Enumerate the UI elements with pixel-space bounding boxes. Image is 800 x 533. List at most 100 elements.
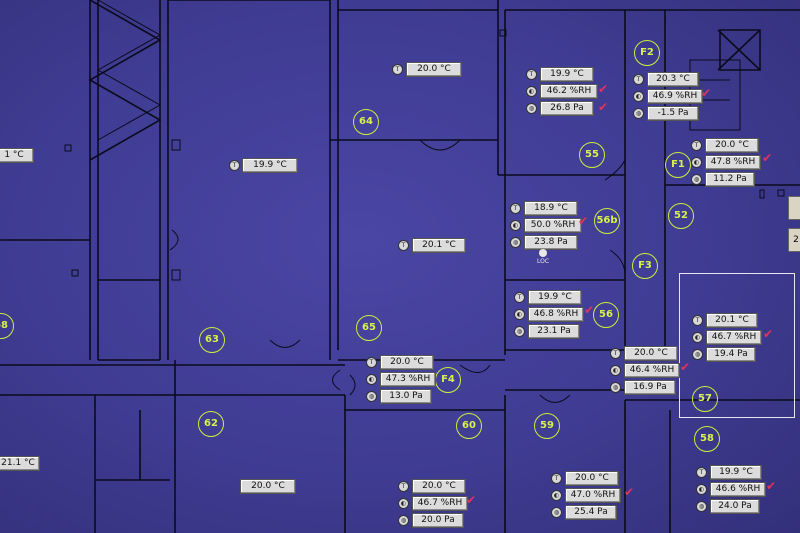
- temperature-sensor-icon: T: [696, 467, 707, 478]
- rh-reading-56b[interactable]: 50.0 %RH: [524, 218, 582, 233]
- zone-label-65[interactable]: 65: [356, 315, 382, 341]
- zone-label-64[interactable]: 64: [353, 109, 379, 135]
- zone-label-F3[interactable]: F3: [632, 253, 658, 279]
- rh-reading-60[interactable]: 46.7 %RH: [412, 496, 468, 511]
- zone-label-F1[interactable]: F1: [665, 152, 691, 178]
- temp-reading-62[interactable]: 20.0 °C: [240, 479, 296, 494]
- temperature-sensor-icon: T: [510, 203, 521, 214]
- side-button-1[interactable]: [788, 196, 800, 220]
- rh-reading-56[interactable]: 46.8 %RH: [528, 307, 584, 322]
- humidity-sensor-icon: ◐: [551, 490, 562, 501]
- zone-label-59[interactable]: 59: [534, 413, 560, 439]
- temperature-sensor-icon: T: [526, 69, 537, 80]
- rh-reading-55[interactable]: 46.2 %RH: [540, 84, 598, 99]
- pressure-sensor-icon: ◍: [692, 349, 703, 360]
- humidity-sensor-icon: ◐: [514, 309, 525, 320]
- zone-label-F4[interactable]: F4: [435, 367, 461, 393]
- side-button-2[interactable]: 2: [788, 228, 800, 252]
- temp-reading-56[interactable]: 19.9 °C: [528, 290, 582, 305]
- rh-reading-F4[interactable]: 47.3 %RH: [380, 372, 436, 387]
- zone-label-F2[interactable]: F2: [634, 40, 660, 66]
- humidity-sensor-icon: ◐: [691, 157, 702, 168]
- temperature-sensor-icon: T: [610, 348, 621, 359]
- rh-reading-57[interactable]: 46.7 %RH: [706, 330, 762, 345]
- pa-reading-55[interactable]: 26.8 Pa: [540, 101, 594, 116]
- status-check-icon: ✔: [578, 214, 589, 228]
- temp-reading-F1[interactable]: 20.0 °C: [705, 138, 759, 153]
- temperature-sensor-icon: T: [633, 74, 644, 85]
- temperature-sensor-icon: T: [366, 357, 377, 368]
- temp-reading-56b[interactable]: 18.9 °C: [524, 201, 578, 216]
- pa-reading-58[interactable]: 24.0 Pa: [710, 499, 760, 514]
- humidity-sensor-icon: ◐: [633, 91, 644, 102]
- temp-reading-55[interactable]: 19.9 °C: [540, 67, 594, 82]
- zone-label-52[interactable]: 52: [668, 203, 694, 229]
- status-check-icon: ✔: [584, 303, 595, 317]
- temp-reading-64[interactable]: 20.0 °C: [406, 62, 462, 77]
- pressure-sensor-icon: ◍: [514, 326, 525, 337]
- pressure-sensor-icon: ◍: [526, 103, 537, 114]
- zone-label-55[interactable]: 55: [579, 142, 605, 168]
- status-check-icon: ✔: [598, 100, 609, 114]
- temp-reading-corridor[interactable]: 20.0 °C: [624, 346, 678, 361]
- temp-reading-60[interactable]: 20.0 °C: [412, 479, 466, 494]
- temperature-sensor-icon: T: [392, 64, 403, 75]
- zone-label-56[interactable]: 56: [593, 302, 619, 328]
- pressure-sensor-icon: ◍: [610, 382, 621, 393]
- zone-label-62[interactable]: 62: [198, 411, 224, 437]
- humidity-sensor-icon: ◐: [610, 365, 621, 376]
- rh-reading-58[interactable]: 46.6 %RH: [710, 482, 766, 497]
- temp-reading-58[interactable]: 19.9 °C: [710, 465, 762, 480]
- temp-reading-left-top[interactable]: 1 °C: [0, 148, 34, 163]
- temperature-sensor-icon: T: [398, 240, 409, 251]
- pa-reading-59[interactable]: 25.4 Pa: [565, 505, 617, 520]
- humidity-sensor-icon: ◐: [398, 498, 409, 509]
- zone-label-63[interactable]: 63: [199, 327, 225, 353]
- pa-reading-F1[interactable]: 11.2 Pa: [705, 172, 755, 187]
- pa-reading-60[interactable]: 20.0 Pa: [412, 513, 464, 528]
- humidity-sensor-icon: ◐: [696, 484, 707, 495]
- status-check-icon: ✔: [680, 360, 691, 374]
- zone-label-58[interactable]: 58: [694, 426, 720, 452]
- loc-sensor[interactable]: LOC: [532, 249, 554, 265]
- status-check-icon: ✔: [624, 485, 635, 499]
- temp-reading-59[interactable]: 20.0 °C: [565, 471, 619, 486]
- rh-reading-corridor[interactable]: 46.4 %RH: [624, 363, 680, 378]
- status-check-icon: ✔: [598, 82, 609, 96]
- pa-reading-57[interactable]: 19.4 Pa: [706, 347, 756, 362]
- zone-label-60[interactable]: 60: [456, 413, 482, 439]
- humidity-sensor-icon: ◐: [526, 86, 537, 97]
- temperature-sensor-icon: T: [398, 481, 409, 492]
- temp-reading-63[interactable]: 19.9 °C: [242, 158, 298, 173]
- status-check-icon: ✔: [701, 86, 712, 100]
- humidity-sensor-icon: ◐: [510, 220, 521, 231]
- temperature-sensor-icon: T: [691, 140, 702, 151]
- temperature-sensor-icon: T: [229, 160, 240, 171]
- pa-reading-F2[interactable]: -1.5 Pa: [647, 106, 699, 121]
- zone-label-56b[interactable]: 56b: [594, 208, 620, 234]
- temp-reading-F2[interactable]: 20.3 °C: [647, 72, 699, 87]
- rh-reading-59[interactable]: 47.0 %RH: [565, 488, 621, 503]
- temperature-sensor-icon: T: [551, 473, 562, 484]
- rh-reading-F2[interactable]: 46.9 %RH: [647, 89, 703, 104]
- rh-reading-F1[interactable]: 47.8 %RH: [705, 155, 761, 170]
- pressure-sensor-icon: ◍: [691, 174, 702, 185]
- pressure-sensor-icon: ◍: [398, 515, 409, 526]
- temperature-sensor-icon: T: [514, 292, 525, 303]
- humidity-sensor-icon: ◐: [692, 332, 703, 343]
- temp-reading-left-bottom[interactable]: 21.1 °C: [0, 456, 40, 471]
- pressure-sensor-icon: ◍: [551, 507, 562, 518]
- status-check-icon: ✔: [766, 479, 777, 493]
- zone-label-57[interactable]: 57: [692, 386, 718, 412]
- selected-room-frame: [679, 273, 795, 418]
- pa-reading-F4[interactable]: 13.0 Pa: [380, 389, 432, 404]
- temp-reading-F4[interactable]: 20.0 °C: [380, 355, 434, 370]
- pa-reading-56b[interactable]: 23.8 Pa: [524, 235, 578, 250]
- pa-reading-56[interactable]: 23.1 Pa: [528, 324, 580, 339]
- pressure-sensor-icon: ◍: [633, 108, 644, 119]
- pa-reading-corridor[interactable]: 16.9 Pa: [624, 380, 676, 395]
- status-check-icon: ✔: [466, 493, 477, 507]
- temp-reading-65[interactable]: 20.1 °C: [412, 238, 466, 253]
- temp-reading-57[interactable]: 20.1 °C: [706, 313, 758, 328]
- loc-dot-icon: [539, 249, 547, 257]
